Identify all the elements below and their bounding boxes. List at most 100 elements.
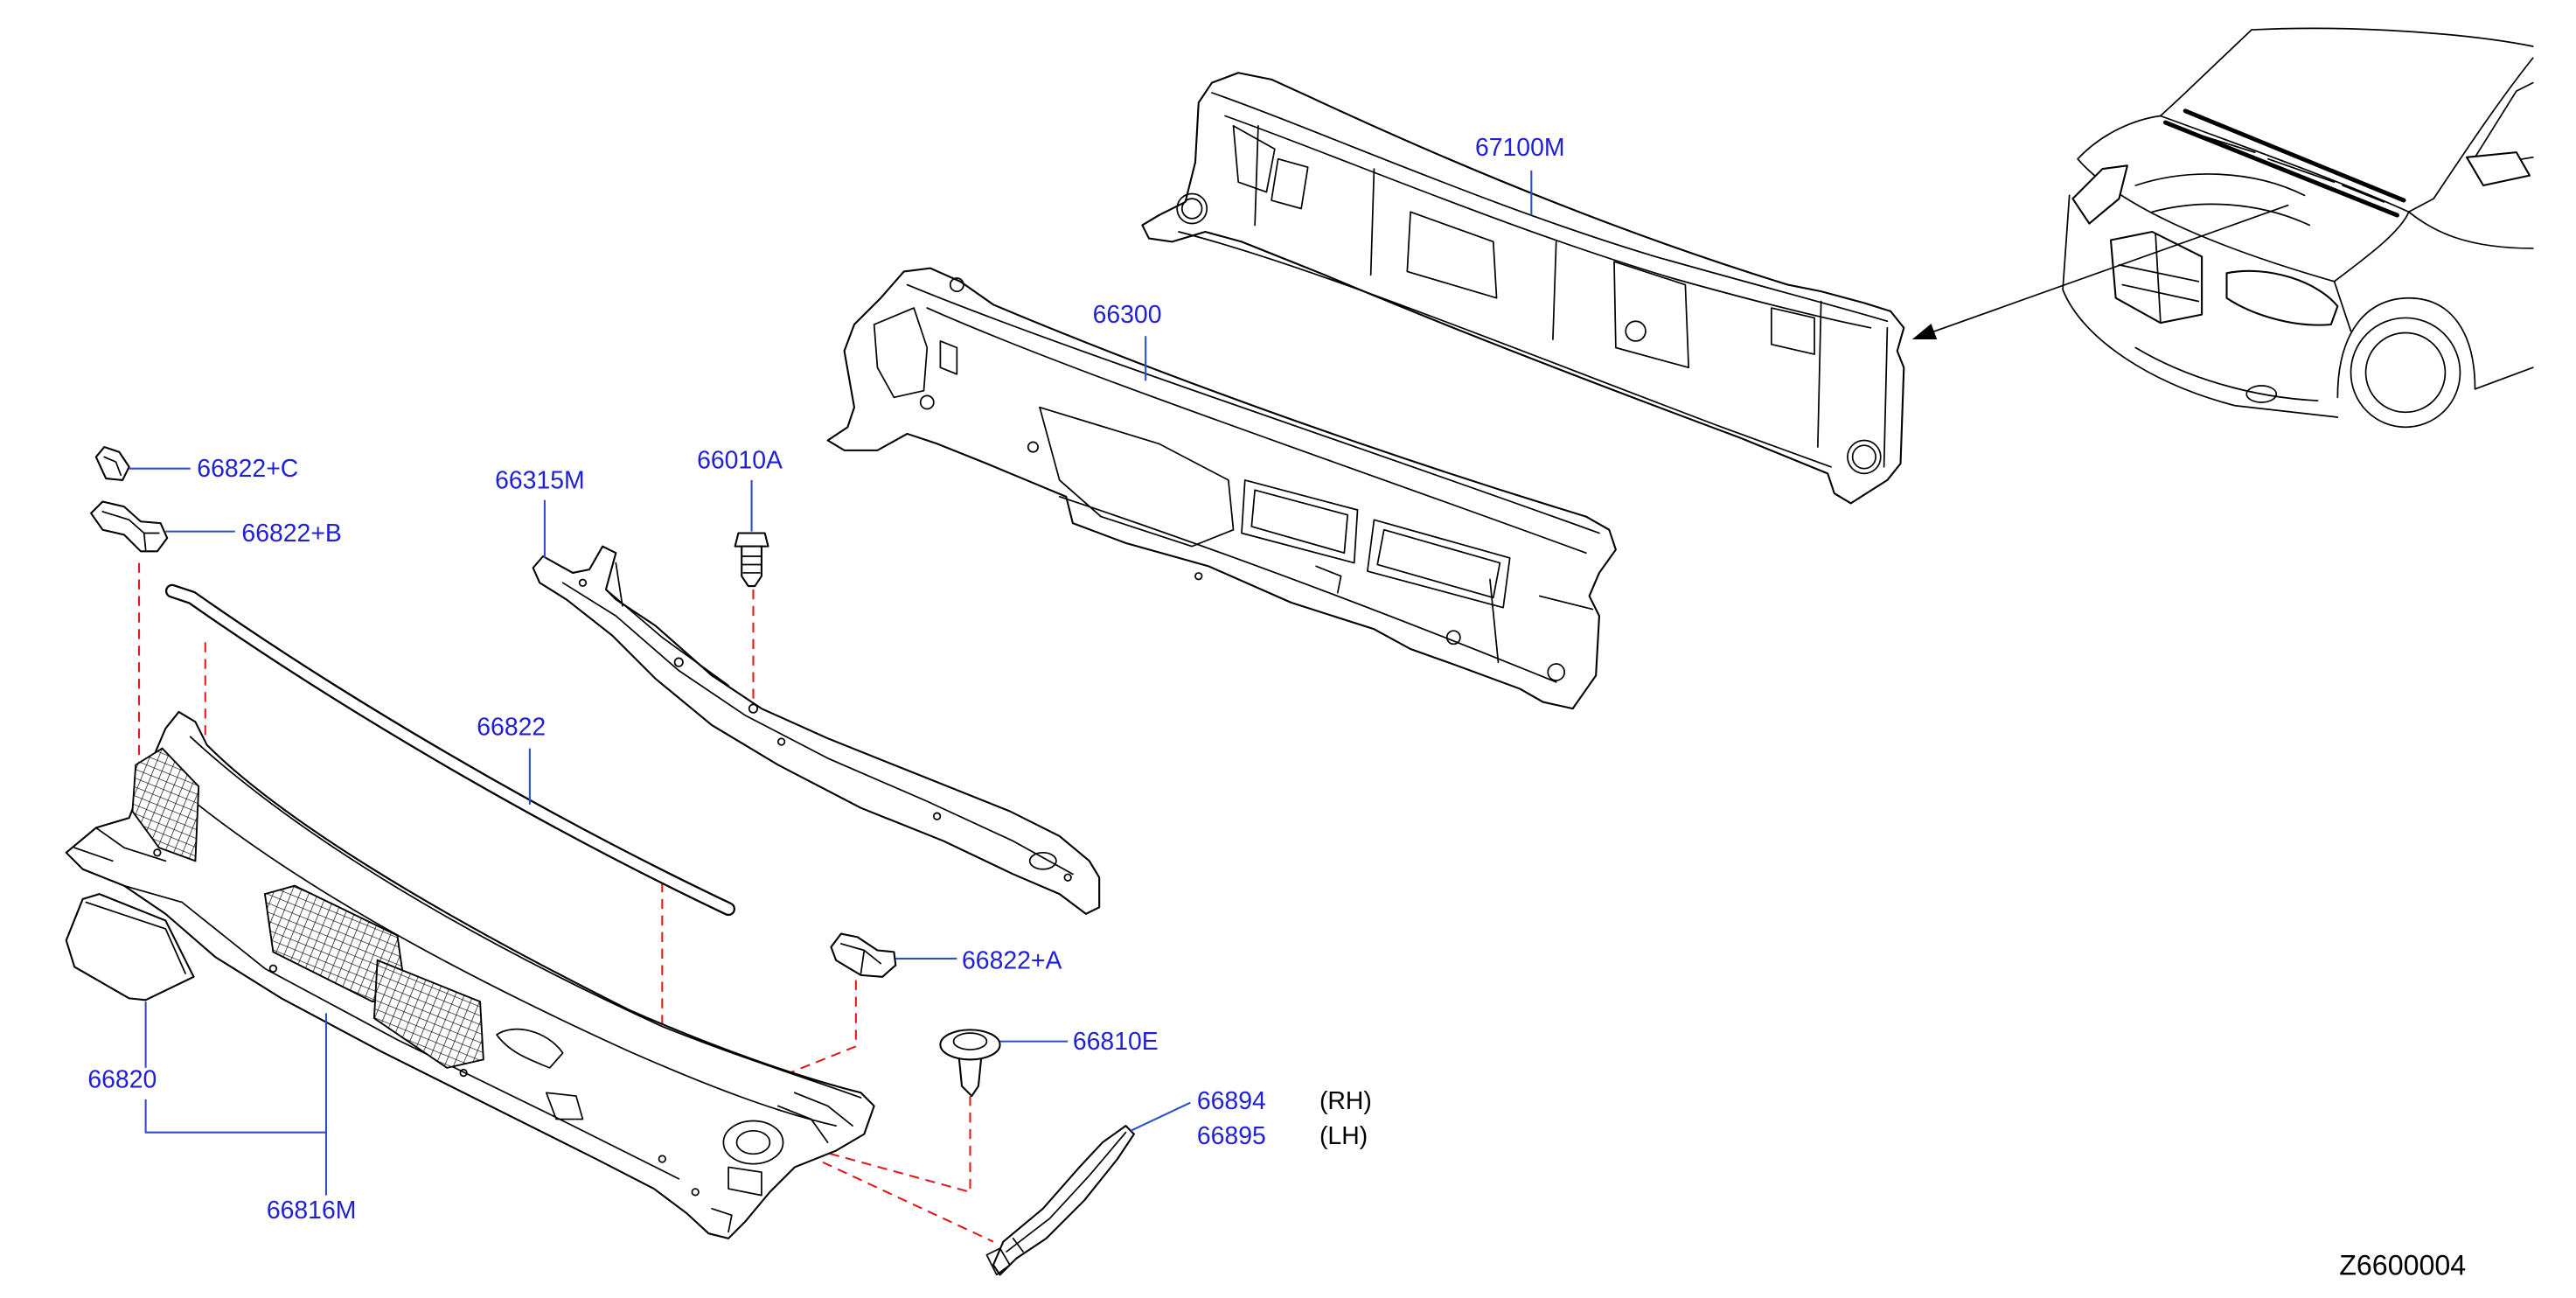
callout-66816m[interactable]: 66816M	[267, 1197, 357, 1225]
callout-66822a[interactable]: 66822+A	[962, 946, 1062, 974]
side-note-rh: (RH)	[1319, 1087, 1372, 1115]
callout-66822b[interactable]: 66822+B	[241, 520, 341, 548]
part-67100m-hole	[1625, 320, 1647, 342]
part-67100m-hole-left	[1180, 198, 1203, 220]
part-67100m-ring-left	[1176, 192, 1208, 225]
part-66315m-hole-3	[748, 703, 759, 714]
part-66894-outline	[992, 1125, 1135, 1276]
part-66822b-outline	[90, 500, 169, 553]
part-66315m-hole-5	[932, 812, 942, 820]
part-66300-window-1	[1241, 479, 1359, 564]
part-66816m-hole-4	[658, 1155, 666, 1163]
part-67100m-pocket-left	[1232, 125, 1309, 210]
part-66816m-vent-right	[372, 959, 484, 1069]
part-66300-flange	[906, 283, 1600, 534]
vehicle-headlight-right	[2225, 269, 2339, 326]
part-66300-hole-3	[1027, 441, 1039, 453]
part-67100m-hole-right	[1851, 444, 1876, 470]
part-66894-drawing	[985, 1125, 1135, 1276]
part-66300-slot	[939, 340, 958, 375]
part-66315m-hole-4	[777, 737, 786, 746]
callout-66895[interactable]: 66895	[1197, 1122, 1266, 1150]
part-66810e-disc	[939, 1029, 1001, 1061]
part-66894-edge	[1006, 1131, 1127, 1253]
part-66810e-drawing	[939, 1029, 1001, 1098]
part-66816m-wiper-bump	[496, 1028, 564, 1069]
part-66816m-pivot-recess	[722, 1120, 784, 1165]
part-66315m-hole-6	[1063, 873, 1072, 882]
vehicle-headlight-left	[2071, 164, 2128, 225]
part-67100m-drawing	[1141, 72, 1905, 505]
part-66816m-hole-5	[691, 1188, 700, 1197]
diagram-code: Z6600004	[2339, 1250, 2466, 1281]
part-66300-drawing	[826, 267, 1617, 710]
part-66010a-drawing	[734, 532, 769, 588]
part-66822c-drawing	[94, 446, 130, 481]
callout-66822[interactable]: 66822	[477, 713, 546, 741]
callout-66810e[interactable]: 66810E	[1073, 1028, 1159, 1056]
part-66300-hole-2	[919, 394, 935, 410]
callout-labels: 67100M 66300 66822+C 66822+B 66315M 6601…	[87, 134, 2466, 1281]
part-66300-outline	[826, 267, 1617, 710]
part-66816m-outline	[65, 710, 875, 1239]
vehicle-locator-illustration	[1911, 27, 2534, 429]
part-66894-tab	[985, 1238, 1024, 1276]
part-66816m-recess	[545, 1092, 584, 1120]
callout-66822c[interactable]: 66822+C	[197, 455, 298, 483]
part-67100m-ribs	[1254, 125, 1889, 468]
leader-66820	[144, 1001, 326, 1134]
leader-lines	[129, 170, 1533, 1196]
part-66816m-right-end	[777, 1092, 853, 1143]
part-66816m-hole-3	[459, 1068, 468, 1078]
vehicle-wheel-rim	[2364, 331, 2447, 414]
leader-66894	[1130, 1101, 1191, 1132]
vehicle-fender	[2333, 211, 2534, 332]
part-66820-drawing	[65, 893, 195, 1001]
part-66822b-detail	[101, 511, 160, 551]
vehicle-roof	[2251, 27, 2534, 47]
callout-66820[interactable]: 66820	[87, 1066, 157, 1094]
vehicle-hood-crease	[2134, 173, 2311, 227]
part-66300-hole-6	[1194, 572, 1203, 581]
part-66816m-pivot-hole	[735, 1129, 771, 1155]
part-66010a-body	[741, 545, 762, 588]
part-67100m-outline	[1141, 72, 1905, 505]
vehicle-fog-light	[2245, 385, 2278, 403]
part-66300-right-section	[1315, 565, 1594, 663]
callout-67100m[interactable]: 67100M	[1475, 134, 1565, 162]
vehicle-a-pillar-right	[2407, 57, 2534, 213]
part-67100m-flange	[1211, 92, 1889, 323]
vehicle-a-pillar-left	[2159, 29, 2252, 117]
locator-arrow-line	[1929, 204, 2289, 334]
part-66822-drawing	[164, 583, 736, 917]
locator-arrow-icon	[1911, 324, 1938, 340]
part-67100m-lower-edge	[1178, 231, 1832, 468]
vehicle-windshield-base	[2159, 115, 2410, 213]
vehicle-cowl-detail	[2201, 135, 2385, 203]
part-66820-outline	[65, 893, 195, 1001]
vehicle-wheel-arch	[2336, 297, 2534, 399]
part-66822c-detail	[103, 456, 122, 477]
callout-66300[interactable]: 66300	[1093, 301, 1162, 329]
part-66300-hole-4	[1547, 663, 1566, 681]
part-66810e-cap	[952, 1032, 988, 1050]
part-66820-edge	[85, 901, 186, 974]
part-66816m-tab	[711, 1166, 762, 1233]
part-66816m-hole-1	[153, 848, 162, 857]
vehicle-grille	[2109, 230, 2204, 324]
callout-66894[interactable]: 66894	[1197, 1087, 1266, 1115]
part-66315m-centerline	[561, 582, 1074, 876]
part-66010a-ridges	[741, 555, 762, 574]
part-66300-window-2	[1367, 519, 1511, 609]
vehicle-cowl-highlight	[2162, 108, 2406, 218]
callout-66315m[interactable]: 66315M	[495, 466, 585, 494]
part-66300-recess	[1039, 406, 1235, 548]
part-66315m-hole-2	[673, 657, 684, 667]
vehicle-wheel	[2350, 317, 2461, 429]
part-66315m-outline	[532, 545, 1101, 915]
part-66822c-outline	[94, 446, 130, 481]
callout-66010a[interactable]: 66010A	[697, 447, 783, 475]
part-66822b-drawing	[90, 500, 169, 553]
part-66300-pocket-left	[873, 307, 929, 399]
